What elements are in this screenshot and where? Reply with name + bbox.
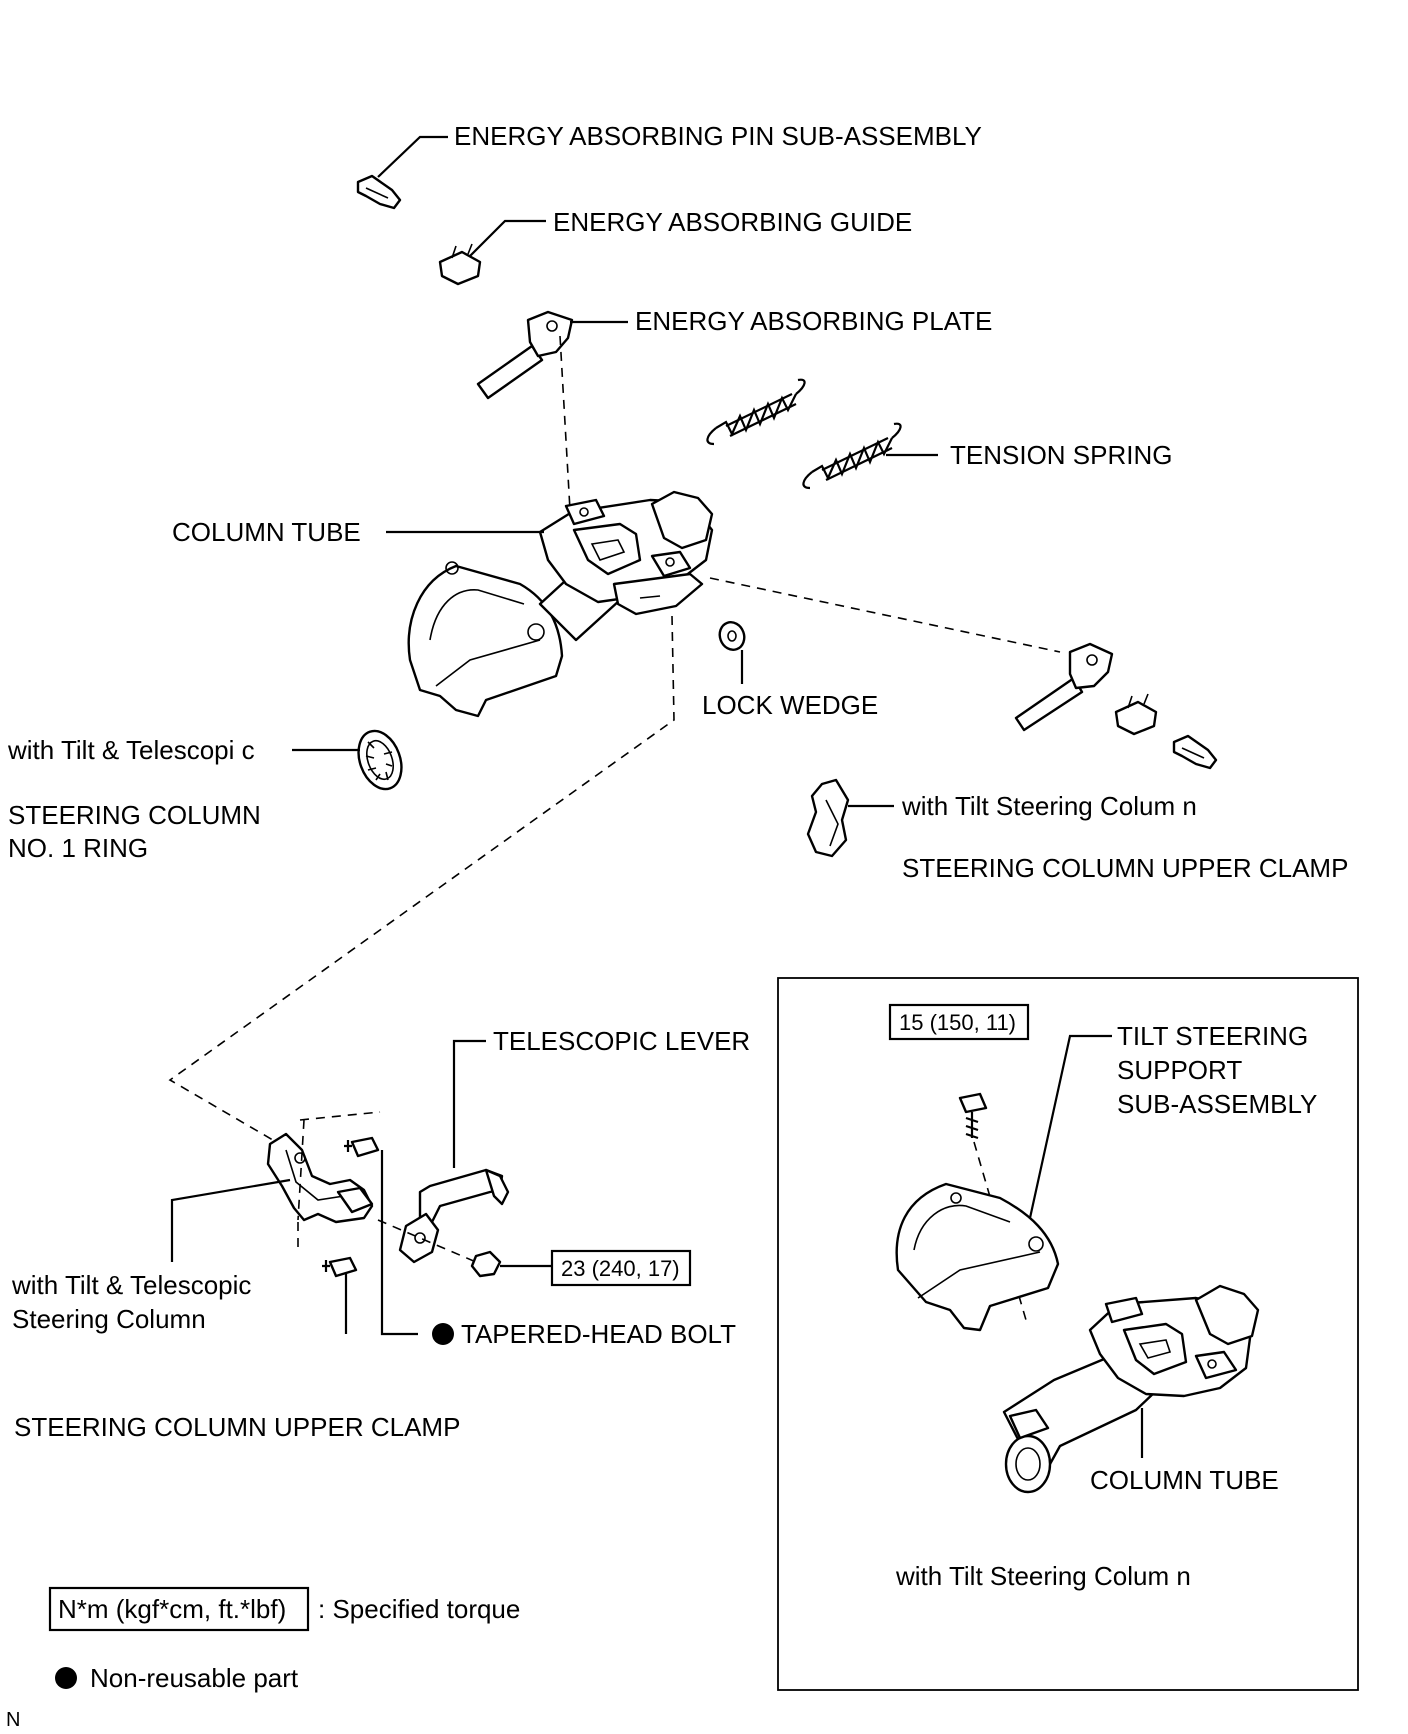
alignment-line <box>297 1111 381 1250</box>
with-tilt-telescopic-steering-label-line2: Steering Column <box>12 1304 206 1334</box>
tapered-head-bolt-lower-part <box>322 1256 358 1278</box>
tilt-support-label-line3: SUB-ASSEMBLY <box>1117 1089 1317 1119</box>
energy-absorbing-plate-label: ENERGY ABSORBING PLATE <box>635 306 992 336</box>
tension-spring-upper-part <box>706 378 806 446</box>
alignment-line <box>377 1219 477 1263</box>
telescopic-lever-part <box>398 1168 510 1264</box>
alignment-line <box>709 577 1061 653</box>
lock-wedge-part <box>718 621 746 651</box>
steering-column-no1-ring-label-line2: NO. 1 RING <box>8 833 148 863</box>
column-tube-part <box>407 490 714 718</box>
energy-absorbing-pin-right-part <box>1172 734 1218 770</box>
with-tilt-telescopic-label: with Tilt & Telescopi c <box>7 735 255 765</box>
lever-nut-torque-value: 23 (240, 17) <box>561 1256 680 1281</box>
tapered-head-bolt-label: TAPERED-HEAD BOLT <box>461 1319 736 1349</box>
tilt-support-label-line2: SUPPORT <box>1117 1055 1242 1085</box>
energy-absorbing-guide-label: ENERGY ABSORBING GUIDE <box>553 207 912 237</box>
energy-absorbing-pin-label: ENERGY ABSORBING PIN SUB-ASSEMBLY <box>454 121 982 151</box>
leader-line <box>1028 1034 1112 1219</box>
lever-nut-part <box>470 1250 502 1278</box>
column-tube-inset-part <box>1002 1284 1260 1494</box>
leader-line <box>452 1039 486 1168</box>
energy-absorbing-plate-right-part <box>1014 642 1114 732</box>
alignment-line <box>559 335 571 511</box>
steering-column-upper-clamp-label-left: STEERING COLUMN UPPER CLAMP <box>14 1412 460 1442</box>
torque-legend-unit: N*m (kgf*cm, ft.*lbf) <box>58 1594 286 1624</box>
nonreusable-legend-text: Non-reusable part <box>90 1663 299 1693</box>
tilt-support-torque-box <box>888 1003 1030 1041</box>
lock-wedge-label: LOCK WEDGE <box>702 690 878 720</box>
torque-legend-text: : Specified torque <box>318 1594 520 1624</box>
leader-line <box>377 135 448 178</box>
with-tilt-steering-column-label: with Tilt Steering Colum n <box>901 791 1197 821</box>
tilt-steering-support-part <box>895 1182 1060 1332</box>
nonreusable-legend-icon <box>55 1667 77 1689</box>
energy-absorbing-guide-right-part <box>1114 693 1158 736</box>
steering-column-no1-ring-part <box>357 729 403 791</box>
energy-absorbing-guide-part <box>438 243 482 286</box>
tapered-head-bolt-upper-part <box>344 1136 380 1158</box>
steering-column-no1-ring-label-line1: STEERING COLUMN <box>8 800 261 830</box>
telescopic-lever-label: TELESCOPIC LEVER <box>493 1026 750 1056</box>
steering-column-upper-clamp-label-right: STEERING COLUMN UPPER CLAMP <box>902 853 1348 883</box>
nonreusable-marker-icon <box>432 1323 454 1345</box>
tilt-support-bolt-part <box>958 1092 988 1140</box>
leader-line <box>170 1178 291 1262</box>
tilt-support-label-line1: TILT STEERING <box>1117 1021 1308 1051</box>
tension-spring-lower-part <box>802 422 902 490</box>
column-tube-label: COLUMN TUBE <box>172 517 361 547</box>
column-tube-inset-label: COLUMN TUBE <box>1090 1465 1279 1495</box>
corner-mark: N <box>6 1709 20 1731</box>
alignment-line <box>168 615 675 1151</box>
lever-nut-torque-box <box>550 1249 692 1287</box>
tension-spring-label: TENSION SPRING <box>950 440 1172 470</box>
steering-column-upper-clamp-left-part <box>266 1132 374 1224</box>
tilt-support-torque-value: 15 (150, 11) <box>899 1010 1016 1035</box>
with-tilt-telescopic-steering-label-line1: with Tilt & Telescopic <box>11 1270 251 1300</box>
inset-frame <box>777 977 1359 1691</box>
energy-absorbing-plate-part <box>476 310 574 400</box>
leader-line <box>469 219 546 257</box>
energy-absorbing-pin-part <box>356 174 402 210</box>
leader-line <box>344 1150 418 1336</box>
torque-legend-box <box>48 1586 310 1632</box>
steering-column-upper-clamp-right-part <box>806 778 850 858</box>
with-tilt-steering-column-inset-label: with Tilt Steering Colum n <box>895 1561 1191 1591</box>
